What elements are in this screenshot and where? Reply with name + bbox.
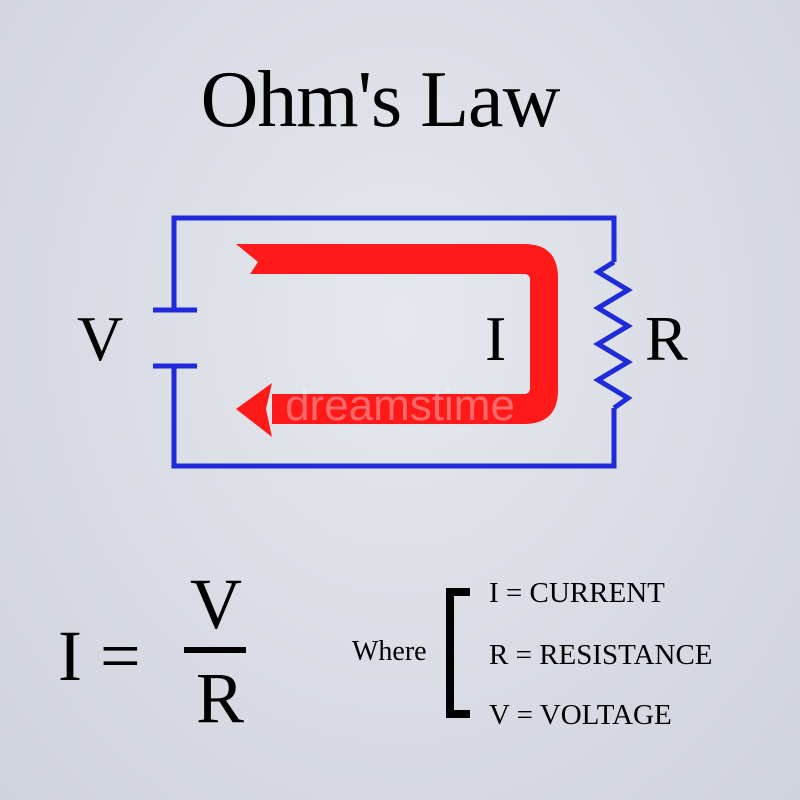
voltage-label: V — [77, 303, 123, 374]
formula-lhs: I = — [58, 616, 141, 696]
where-label: Where — [352, 636, 427, 667]
legend-bracket — [446, 588, 470, 718]
circuit-wire — [171, 215, 633, 469]
current-arrow-body — [236, 244, 558, 424]
battery-symbol — [153, 307, 197, 369]
watermark-text: dreamstime — [285, 381, 515, 430]
legend-item-current: I = CURRENT — [489, 577, 665, 609]
formula-denominator: R — [196, 658, 244, 738]
page-title: Ohm's Law — [200, 56, 561, 144]
variable-legend: Where I = CURRENT R = RESISTANCE V = VOL… — [352, 577, 713, 731]
current-label: I — [485, 303, 506, 374]
current-arrow — [236, 244, 558, 437]
resistor-symbol — [593, 259, 633, 411]
formula-numerator: V — [190, 564, 242, 644]
wire-bottom — [171, 366, 617, 469]
ohms-law-formula: I = V R — [58, 564, 246, 738]
current-arrow-head — [236, 383, 272, 437]
legend-item-voltage: V = VOLTAGE — [489, 699, 672, 731]
resistance-label: R — [645, 303, 688, 374]
wire-top — [171, 215, 617, 308]
legend-item-resistance: R = RESISTANCE — [489, 639, 713, 671]
